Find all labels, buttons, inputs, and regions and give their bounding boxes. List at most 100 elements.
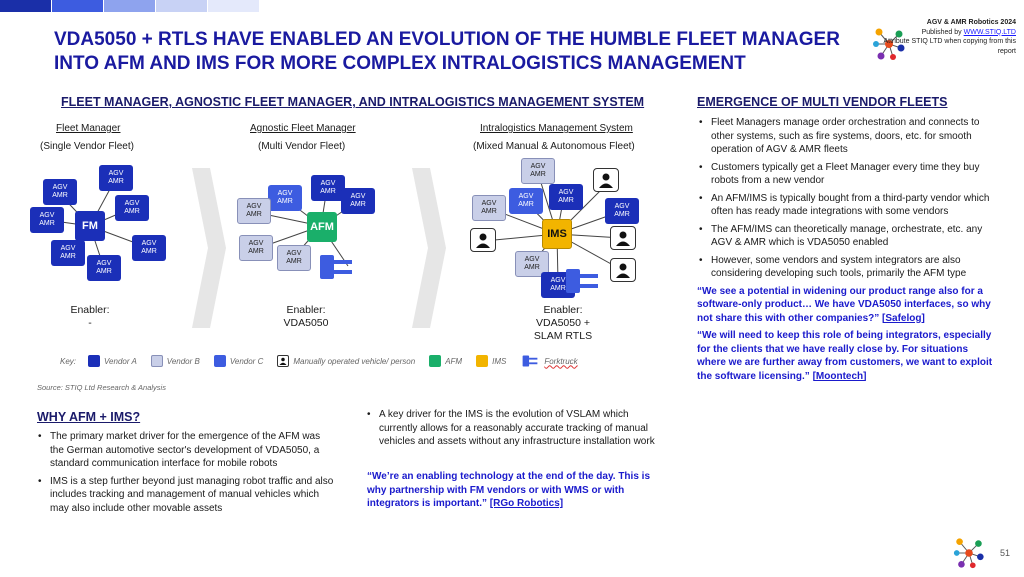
col-sub-fleet-manager: (Single Vendor Fleet) [40, 141, 134, 152]
legend-item-vendor-b: Vendor B [150, 355, 200, 367]
col-title-afm: Agnostic Fleet Manager [250, 123, 356, 134]
enabler-value: VDA5050 + SLAM RTLS [533, 317, 593, 342]
color-bar-5 [208, 0, 259, 12]
emergence-heading: EMERGENCE OF MULTI VENDOR FLEETS [697, 95, 948, 109]
color-bar-3 [104, 0, 155, 12]
legend-item-person: Manually operated vehicle/ person [277, 355, 415, 367]
safelog-quote: “We see a potential in widening our prod… [697, 285, 997, 326]
quote-source: [Safelog] [882, 312, 925, 324]
list-item: The AFM/IMS can theoretically manage, or… [697, 223, 997, 250]
col-sub-ims: (Mixed Manual & Autonomous Fleet) [473, 141, 635, 152]
list-item: Fleet Managers manage order orchestratio… [697, 116, 997, 157]
quote-text: “We will need to keep this role of being… [697, 330, 993, 382]
legend-label: Manually operated vehicle/ person [293, 356, 416, 366]
person-icon [610, 258, 636, 282]
legend: Key: Vendor A Vendor B Vendor C Manually… [60, 354, 592, 368]
publisher-link[interactable]: WWW.STIQ.LTD [963, 28, 1016, 36]
chevron-arrow-2 [412, 168, 446, 328]
enabler-label: Enabler: [70, 304, 110, 316]
stiq-logo-icon [953, 538, 984, 569]
quote-source: [RGo Robotics] [489, 498, 564, 509]
emergence-column: Fleet Managers manage order orchestratio… [697, 116, 997, 383]
legend-swatch [150, 355, 163, 367]
publisher-line: Published by [921, 28, 962, 36]
list-item: A key driver for the IMS is the evolutio… [365, 408, 655, 449]
enabler-value: VDA5050 [283, 317, 329, 329]
color-bar-2 [52, 0, 103, 12]
enabler-value: - [88, 317, 92, 329]
quote-source: [Moontech] [812, 370, 867, 382]
col-title-fleet-manager: Fleet Manager [56, 123, 121, 134]
emergence-bullets: Fleet Managers manage order orchestratio… [697, 116, 997, 281]
legend-label: AFM [445, 356, 463, 366]
ims-hub: IMS [542, 219, 572, 249]
legend-swatch [213, 355, 226, 367]
person-icon [610, 226, 636, 250]
legend-label: Forktruck [544, 356, 578, 366]
col-title-ims: Intralogistics Management System [480, 123, 633, 134]
list-item: Customers typically get a Fleet Manager … [697, 161, 997, 188]
forklift-icon [522, 355, 538, 367]
fm-hub: FM [75, 211, 105, 241]
enabler-label: Enabler: [286, 304, 326, 316]
col-sub-afm: (Multi Vendor Fleet) [258, 141, 346, 152]
person-icon [277, 355, 290, 367]
legend-label: Vendor C [229, 356, 264, 366]
legend-label: Vendor B [166, 356, 200, 366]
diagram-heading: FLEET MANAGER, AGNOSTIC FLEET MANAGER, A… [61, 95, 645, 109]
publisher-line-wrap: Published by WWW.STIQ.LTD [876, 28, 1016, 38]
legend-label: Vendor A [104, 356, 137, 366]
enabler-fm: Enabler: - [50, 304, 130, 330]
legend-item-afm: AFM [429, 355, 462, 367]
fleet-diagram: Fleet Manager (Single Vendor Fleet) Agno… [30, 118, 660, 380]
chevron-arrow-1 [192, 168, 226, 328]
attribution-text: Attribute STIQ LTD when copying from thi… [883, 38, 1016, 55]
enabler-afm: Enabler: VDA5050 [266, 304, 346, 330]
list-item: IMS is a step further beyond just managi… [36, 475, 336, 516]
list-item: An AFM/IMS is typically bought from a th… [697, 192, 997, 219]
enabler-label: Enabler: [543, 304, 583, 316]
why-bullets: The primary market driver for the emerge… [36, 430, 336, 519]
top-color-bars [0, 0, 260, 12]
color-bar-1 [0, 0, 51, 12]
list-item: The primary market driver for the emerge… [36, 430, 336, 471]
quote-text: “We see a potential in widening our prod… [697, 285, 991, 324]
legend-item-forklift: Forktruck [520, 355, 578, 367]
source-note: Source: STIQ Ltd Research & Analysis [37, 383, 166, 392]
legend-swatch [88, 355, 101, 367]
legend-swatch [429, 355, 442, 367]
moontech-quote: “We will need to keep this role of being… [697, 329, 997, 383]
legend-item-vendor-a: Vendor A [88, 355, 137, 367]
forklift-icon [566, 269, 598, 293]
ims-driver-bullets: A key driver for the IMS is the evolutio… [365, 408, 655, 453]
legend-item-vendor-c: Vendor C [213, 355, 264, 367]
publisher-info: AGV & AMR Robotics 2024 Published by WWW… [876, 18, 1016, 56]
why-heading: WHY AFM + IMS? [37, 410, 141, 424]
page-number: 51 [1000, 548, 1011, 558]
enabler-ims: Enabler: VDA5050 + SLAM RTLS [523, 304, 603, 343]
list-item: However, some vendors and system integra… [697, 254, 997, 281]
person-icon [593, 168, 619, 192]
quote-text: “We’re an enabling technology at the end… [367, 471, 651, 509]
legend-item-ims: IMS [476, 355, 506, 367]
forklift-icon [320, 255, 352, 279]
legend-label: IMS [492, 356, 507, 366]
afm-hub: AFM [307, 212, 337, 242]
